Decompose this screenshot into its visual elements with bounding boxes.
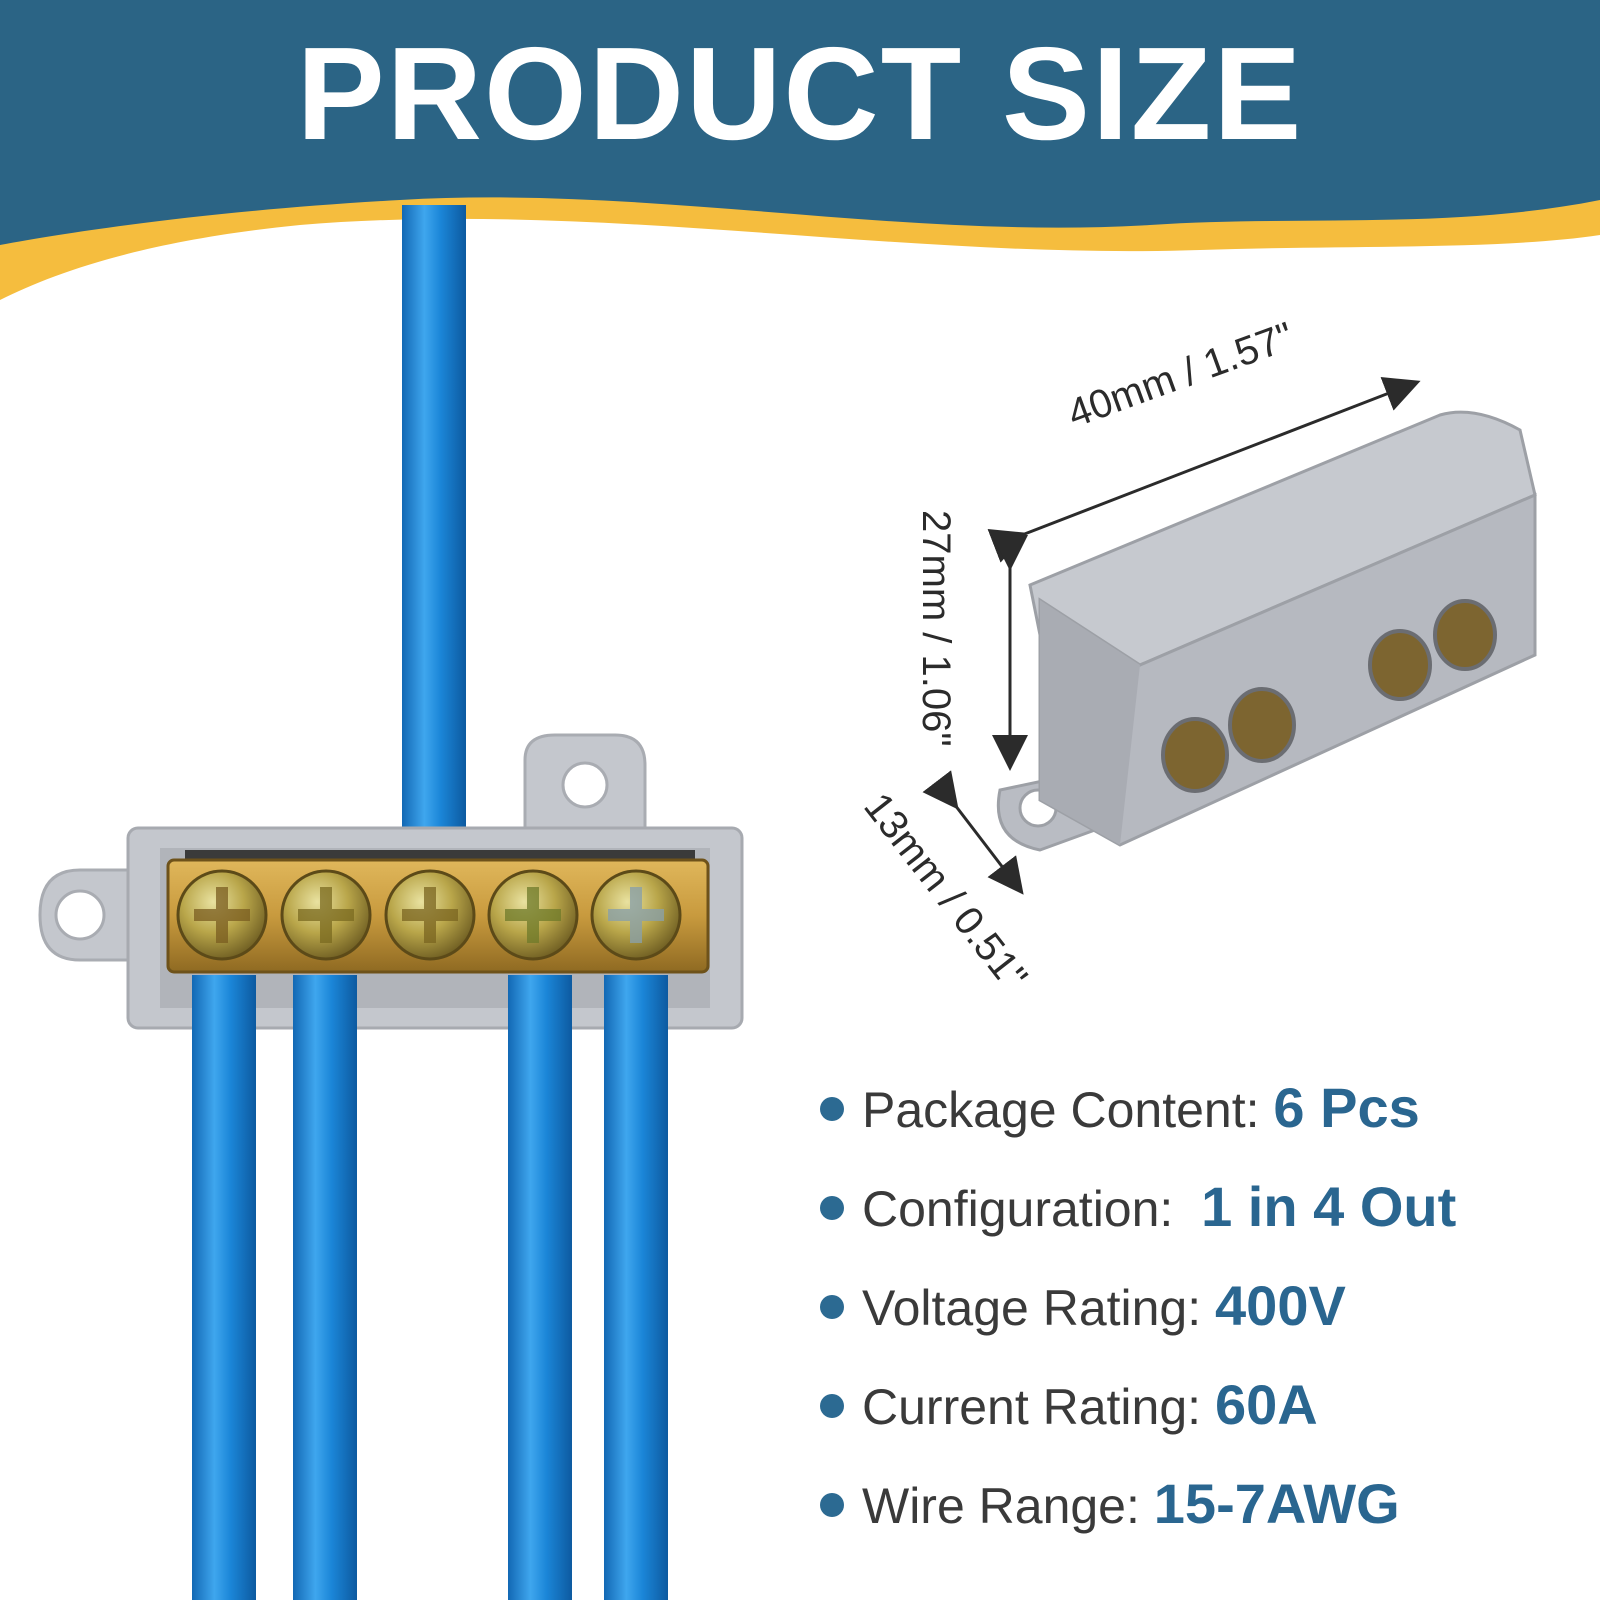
box-side-face [1040, 600, 1140, 845]
spec-voltage-rating: Voltage Rating: 400V [820, 1273, 1580, 1372]
page-title: PRODUCT SIZE [296, 20, 1304, 167]
output-wire-1 [192, 975, 256, 1600]
hole-3 [1368, 629, 1432, 701]
header-banner [0, 0, 1600, 300]
height-dimension-label: 27mm / 1.06" [914, 510, 958, 747]
spec-configuration: Configuration: 1 in 4 Out [820, 1174, 1580, 1273]
blue-header [0, 0, 1600, 245]
bullet-icon [820, 1493, 844, 1517]
spec-list: Package Content: 6 Pcs Configuration: 1 … [820, 1075, 1580, 1570]
spec-value: 1 in 4 Out [1201, 1175, 1457, 1238]
spec-label: Package Content: [862, 1082, 1274, 1138]
screw-1 [176, 869, 268, 961]
hole-2 [1228, 687, 1296, 763]
screw-2 [280, 869, 372, 961]
spec-label: Current Rating: [862, 1379, 1215, 1435]
depth-arrow [922, 770, 1024, 895]
hole-1 [1161, 717, 1229, 793]
screw-5 [590, 869, 682, 961]
bullet-icon [820, 1097, 844, 1121]
connector-dimension-image [922, 377, 1537, 895]
screw-4 [487, 869, 579, 961]
spec-label: Voltage Rating: [862, 1280, 1216, 1336]
connector-installed-image [38, 205, 744, 1600]
spec-package-content: Package Content: 6 Pcs [820, 1075, 1580, 1174]
bullet-icon [820, 1196, 844, 1220]
spec-current-rating: Current Rating: 60A [820, 1372, 1580, 1471]
bullet-icon [820, 1295, 844, 1319]
width-arrow [987, 377, 1421, 563]
spec-value: 6 Pcs [1273, 1076, 1420, 1139]
spec-value: 400V [1215, 1274, 1346, 1337]
bullet-icon [820, 1394, 844, 1418]
spec-label: Wire Range: [862, 1478, 1154, 1534]
spec-value: 15-7AWG [1153, 1472, 1400, 1535]
spec-wire-range: Wire Range: 15-7AWG [820, 1471, 1580, 1570]
output-wire-2 [293, 975, 357, 1600]
input-wire [402, 205, 466, 885]
spec-label: Configuration: [862, 1181, 1202, 1237]
hole-4 [1433, 599, 1497, 671]
screw-3 [384, 869, 476, 961]
output-wire-3 [508, 975, 572, 1600]
spec-value: 60A [1214, 1373, 1318, 1436]
output-wire-4 [604, 975, 668, 1600]
